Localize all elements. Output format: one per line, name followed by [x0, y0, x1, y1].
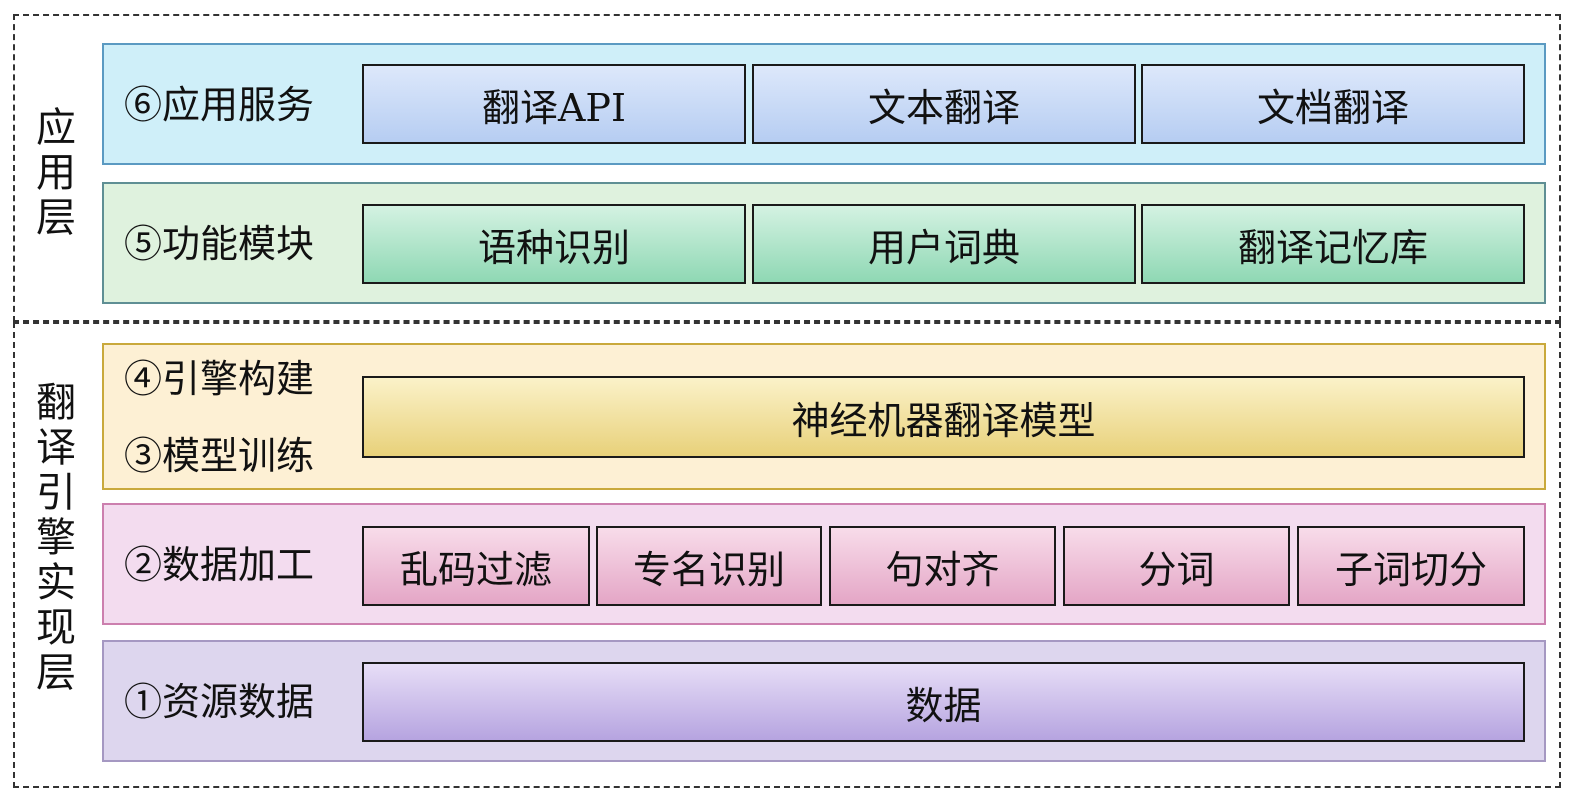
box-garbled-filter: 乱码过滤	[362, 526, 590, 606]
layer-application-service: ⑥应用服务 翻译API 文本翻译 文档翻译	[102, 43, 1546, 165]
layer-resource-data: ①资源数据 数据	[102, 640, 1546, 762]
box-sentence-alignment: 句对齐	[829, 526, 1056, 606]
box-word-segmentation: 分词	[1063, 526, 1290, 606]
layer-label-model-training: ③模型训练	[124, 434, 315, 478]
box-document-translation: 文档翻译	[1141, 64, 1525, 144]
layer-label-function-module: ⑤功能模块	[124, 222, 315, 266]
box-user-dictionary: 用户词典	[752, 204, 1136, 284]
engine-layer-label: 翻 译 引 擎 实 现 层	[36, 380, 76, 696]
box-subword-segmentation: 子词切分	[1297, 526, 1525, 606]
layer-label-data-processing: ②数据加工	[124, 543, 315, 587]
layer-label-engine-build: ④引擎构建	[124, 357, 315, 401]
application-layer-group	[13, 14, 1561, 322]
box-language-identification: 语种识别	[362, 204, 746, 284]
layer-label-application-service: ⑥应用服务	[124, 83, 315, 127]
box-text-translation: 文本翻译	[752, 64, 1136, 144]
box-data: 数据	[362, 662, 1525, 742]
layer-function-module: ⑤功能模块 语种识别 用户词典 翻译记忆库	[102, 182, 1546, 304]
layer-data-processing: ②数据加工 乱码过滤 专名识别 句对齐 分词 子词切分	[102, 503, 1546, 625]
engine-layer-group	[13, 322, 1561, 788]
box-named-entity-recognition: 专名识别	[596, 526, 822, 606]
layer-engine-build: ④引擎构建 ③模型训练 神经机器翻译模型	[102, 343, 1546, 490]
layer-label-resource-data: ①资源数据	[124, 680, 315, 724]
box-translation-api: 翻译API	[362, 64, 746, 144]
application-layer-label: 应 用 层	[36, 105, 76, 241]
box-nmt-model: 神经机器翻译模型	[362, 376, 1525, 458]
box-translation-memory: 翻译记忆库	[1141, 204, 1525, 284]
